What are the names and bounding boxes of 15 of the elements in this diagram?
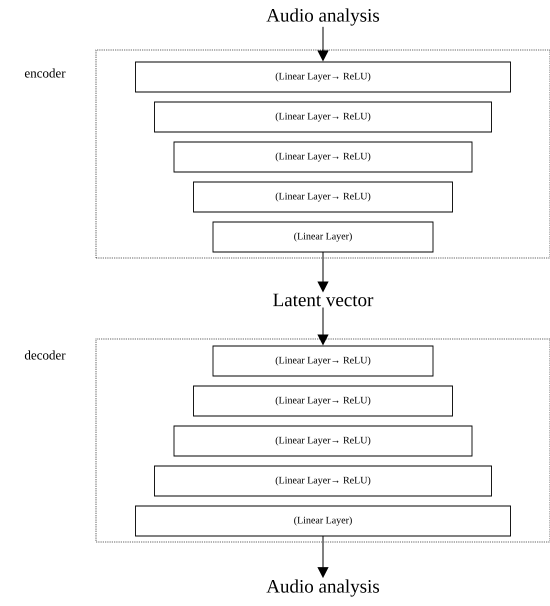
text-label: Audio analysis — [266, 8, 380, 26]
text-label: Latent vector — [273, 294, 374, 306]
node-label: decoder — [24, 350, 66, 360]
text-label: Audio analysis — [266, 579, 380, 597]
layer-box: (Linear Layer→ ReLU) — [193, 182, 453, 212]
layer-box: (Linear Layer→ ReLU) — [174, 426, 472, 456]
layer-box: (Linear Layer→ ReLU) — [135, 62, 511, 92]
layer-box: (Linear Layer) — [212, 222, 434, 252]
layer-box: (Linear Layer→ ReLU) — [154, 466, 492, 496]
layer-box: (Linear Layer→ ReLU) — [154, 102, 492, 132]
node-label: encoder — [24, 68, 66, 78]
layer-box: (Linear Layer→ ReLU) — [212, 346, 434, 376]
layer-box: (Linear Layer→ ReLU) — [193, 386, 453, 416]
layer-box: (Linear Layer→ ReLU) — [174, 142, 472, 172]
layer-box: (Linear Layer) — [135, 506, 511, 536]
